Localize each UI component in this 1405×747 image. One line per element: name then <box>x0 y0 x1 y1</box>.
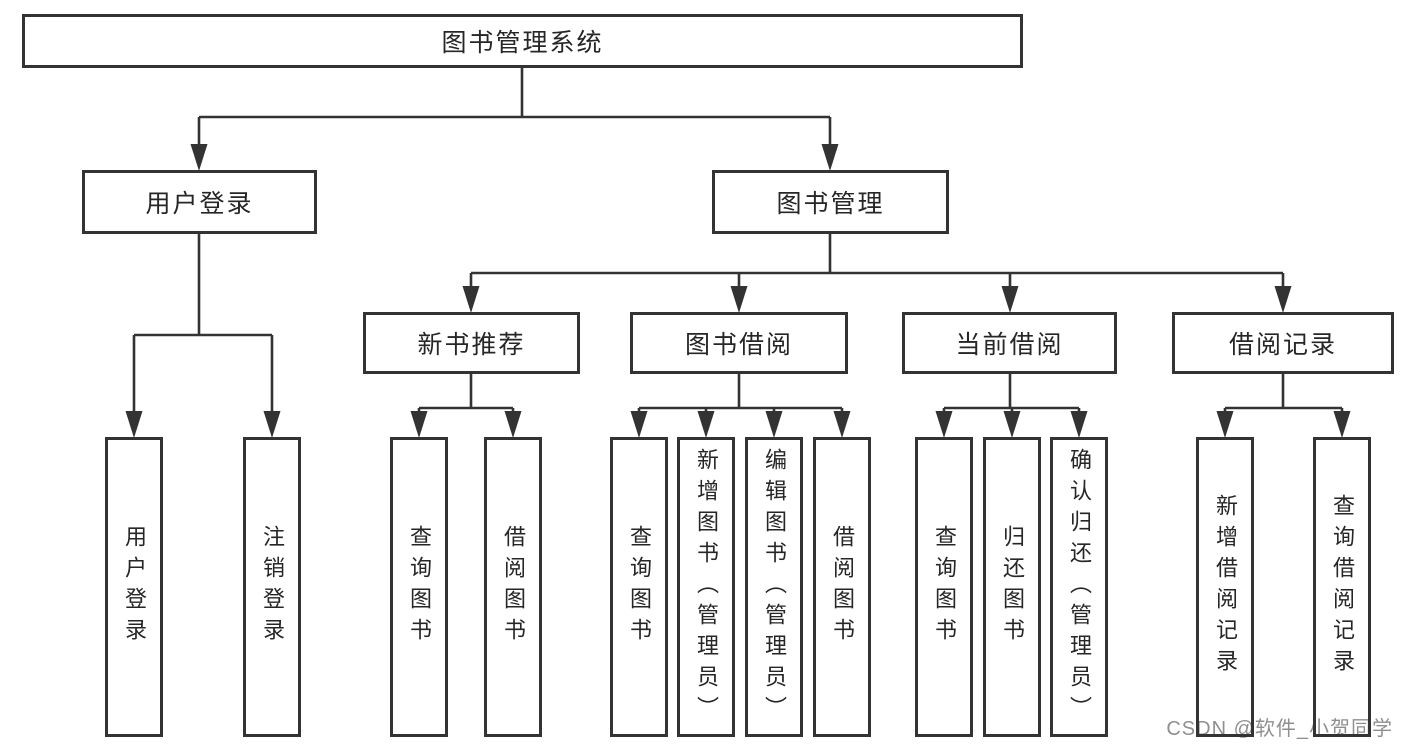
leaf-borrow-books: 借阅图书 <box>813 437 871 737</box>
leaf-edit-books-admin-label: 编辑图书（管理员） <box>762 447 787 727</box>
arrow-down-icon <box>1070 411 1088 438</box>
leaf-add-borrow-record-label: 新增借阅记录 <box>1213 494 1238 680</box>
connector-current-to-children <box>935 374 1088 438</box>
arrow-down-icon <box>125 411 143 438</box>
leaf-add-borrow-record: 新增借阅记录 <box>1196 437 1254 737</box>
connector-root-to-branches <box>190 68 839 171</box>
node-new-book-recommend-label: 新书推荐 <box>417 331 526 359</box>
arrow-down-icon <box>765 411 783 438</box>
leaf-recommend-borrow-books: 借阅图书 <box>484 437 542 737</box>
node-current-borrow: 当前借阅 <box>902 312 1117 374</box>
leaf-current-query-books: 查询图书 <box>915 437 973 737</box>
leaf-logout-label: 注销登录 <box>260 525 285 649</box>
arrow-down-icon <box>697 411 715 438</box>
arrow-down-icon <box>1216 411 1234 438</box>
leaf-recommend-query-books-label: 查询图书 <box>407 525 432 649</box>
arrow-down-icon <box>630 411 648 438</box>
leaf-user-login-label: 用户登录 <box>122 525 147 649</box>
arrow-down-icon <box>1003 411 1021 438</box>
arrow-down-icon <box>190 144 208 171</box>
leaf-logout: 注销登录 <box>243 437 301 737</box>
leaf-borrow-query-books-label: 查询图书 <box>627 525 652 649</box>
connector-login-to-children <box>125 234 281 438</box>
node-book-borrow: 图书借阅 <box>630 312 848 374</box>
node-root-label: 图书管理系统 <box>441 29 604 57</box>
leaf-return-books: 归还图书 <box>983 437 1041 737</box>
leaf-confirm-return-admin-label: 确认归还（管理员） <box>1067 447 1092 727</box>
arrow-down-icon <box>730 286 748 313</box>
node-root: 图书管理系统 <box>22 14 1023 68</box>
arrow-down-icon <box>935 411 953 438</box>
arrow-down-icon <box>410 411 428 438</box>
leaf-recommend-borrow-books-label: 借阅图书 <box>501 525 526 649</box>
leaf-confirm-return-admin: 确认归还（管理员） <box>1050 437 1108 737</box>
connector-borrow-to-children <box>630 374 851 438</box>
node-book-mgmt: 图书管理 <box>712 170 949 234</box>
arrow-down-icon <box>462 286 480 313</box>
arrow-down-icon <box>1274 286 1292 313</box>
node-borrow-records-label: 借阅记录 <box>1228 331 1337 359</box>
connector-records-to-children <box>1216 374 1351 438</box>
csdn-watermark: CSDN @软件_小贺同学 <box>1166 718 1393 740</box>
node-new-book-recommend: 新书推荐 <box>363 312 580 374</box>
leaf-recommend-query-books: 查询图书 <box>390 437 448 737</box>
node-book-mgmt-label: 图书管理 <box>776 190 885 218</box>
arrow-down-icon <box>821 144 839 171</box>
connector-recommend-to-children <box>410 374 522 438</box>
leaf-add-books-admin: 新增图书（管理员） <box>677 437 735 737</box>
node-user-login: 用户登录 <box>82 170 317 234</box>
node-user-login-label: 用户登录 <box>145 190 254 218</box>
leaf-add-books-admin-label: 新增图书（管理员） <box>694 447 719 727</box>
arrow-down-icon <box>1001 286 1019 313</box>
leaf-query-borrow-record-label: 查询借阅记录 <box>1330 494 1355 680</box>
arrow-down-icon <box>833 411 851 438</box>
leaf-return-books-label: 归还图书 <box>1000 525 1025 649</box>
arrow-down-icon <box>263 411 281 438</box>
leaf-borrow-books-label: 借阅图书 <box>830 525 855 649</box>
leaf-current-query-books-label: 查询图书 <box>932 525 957 649</box>
node-current-borrow-label: 当前借阅 <box>955 331 1064 359</box>
leaf-edit-books-admin: 编辑图书（管理员） <box>745 437 803 737</box>
leaf-query-borrow-record: 查询借阅记录 <box>1313 437 1371 737</box>
connector-mgmt-to-sections <box>462 234 1292 313</box>
arrow-down-icon <box>504 411 522 438</box>
node-borrow-records: 借阅记录 <box>1172 312 1394 374</box>
leaf-borrow-query-books: 查询图书 <box>610 437 668 737</box>
arrow-down-icon <box>1333 411 1351 438</box>
node-book-borrow-label: 图书借阅 <box>684 331 793 359</box>
leaf-user-login: 用户登录 <box>105 437 163 737</box>
